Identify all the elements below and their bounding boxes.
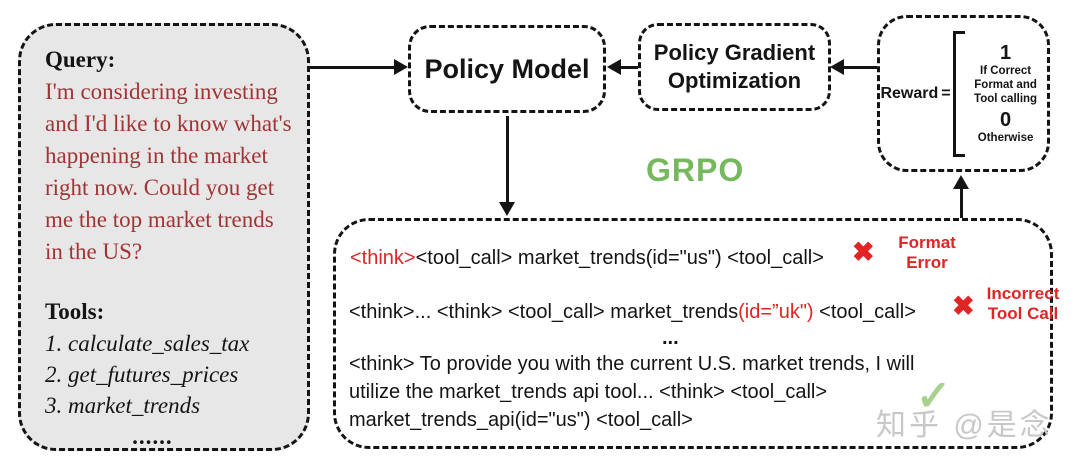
rollout-sample-3: <think> To provide you with the current … [349,350,914,434]
rollouts-ellipsis: ... [662,327,679,349]
rollout1-body: <tool_call> market_trends(id="us") <tool… [415,247,824,269]
reward-cases: 1 If Correct Format and Tool calling 0 O… [965,42,1047,145]
reward-node: Reward = 1 If Correct Format and Tool ca… [877,15,1050,172]
rollout-samples-panel: <think><tool_call> market_trends(id="us"… [333,218,1059,449]
reward-case1-value: 1 [1000,42,1012,64]
check-icon: ✓ [916,372,952,419]
policy-gradient-node: Policy Gradient Optimization [638,23,831,111]
tool-item: 2. get_futures_prices [45,362,239,387]
reward-equals-sign: = [941,84,951,102]
rollout3-line1: <think> To provide you with the current … [349,353,915,375]
tools-title: Tools: [45,299,105,324]
tool-item: 3. market_trends [45,393,201,418]
reward-label: Reward [880,84,939,102]
cross-icon: ✖ [852,237,875,267]
tools-list: 1. calculate_sales_tax 2. get_futures_pr… [45,328,297,452]
rollout1-think-tag: <think> [350,247,416,269]
reward-case2-value: 0 [1000,109,1012,131]
query-question-text: I'm considering investing and I'd like t… [45,79,292,264]
rollout2-after: <tool_call> [813,301,916,323]
cross-icon: ✖ [952,291,975,321]
reward-bracket [952,30,965,157]
grpo-label: GRPO [646,152,745,188]
incorrect-tool-call-label: Incorrect Tool Call [986,284,1060,323]
query-panel: Query: I'm considering investing and I'd… [18,23,310,451]
policy-gradient-label: Policy Gradient Optimization [653,40,816,93]
tools-ellipsis: ...... [133,424,174,449]
reward-case1-condition: If Correct Format and Tool calling [974,65,1038,105]
rollout3-line3: market_trends_api(id="us") <tool_call> [349,409,693,431]
reward-case2-condition: Otherwise [977,132,1034,144]
tool-item: 1. calculate_sales_tax [45,331,250,356]
rollout-sample-1: <think><tool_call> market_trends(id="us"… [350,247,824,270]
rollout-sample-2: <think>... <think> <tool_call> market_tr… [349,301,916,324]
query-title: Query: [45,47,116,72]
rollout2-before: <think>... <think> <tool_call> market_tr… [349,301,739,323]
policy-model-label: Policy Model [424,54,590,84]
format-error-label: Format Error [898,233,956,272]
rollout3-line2: utilize the market_trends api tool... <t… [349,381,828,403]
rollout2-bad-args: (id=”uk") [738,301,814,323]
policy-model-node: Policy Model [408,25,606,113]
watermark: 知乎 @是念 [876,409,1053,442]
